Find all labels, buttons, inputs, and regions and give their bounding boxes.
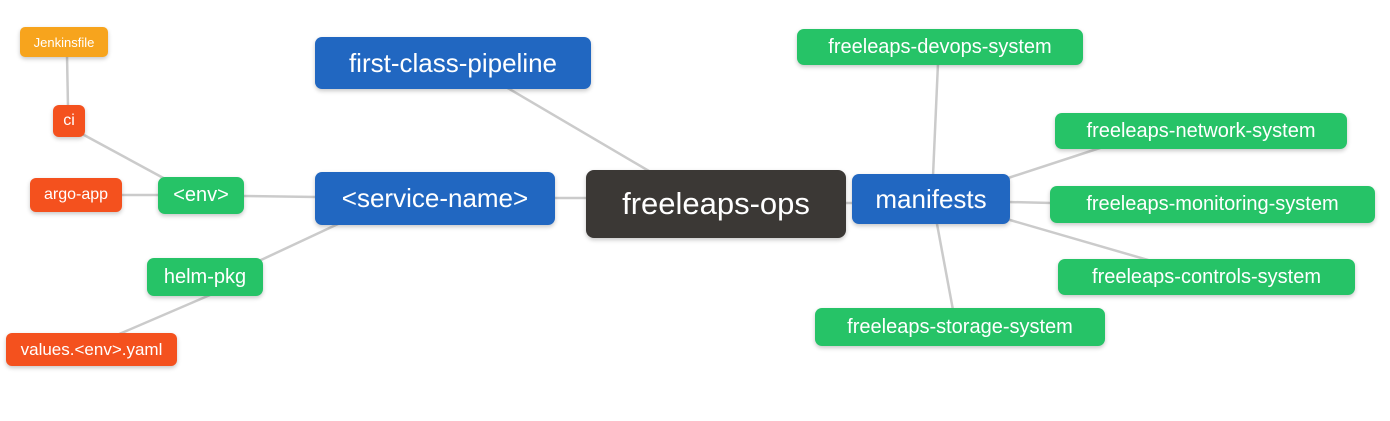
edge-helm-pkg-service-name bbox=[259, 222, 340, 262]
edge-manifests-monitoring bbox=[1006, 200, 1054, 205]
edge-manifests-storage bbox=[935, 222, 955, 312]
node-first-class-pipeline[interactable]: first-class-pipeline bbox=[315, 37, 591, 89]
node-env[interactable]: <env> bbox=[158, 177, 244, 214]
node-ci[interactable]: ci bbox=[53, 105, 85, 137]
node-freeleaps-devops-system[interactable]: freeleaps-devops-system bbox=[797, 29, 1083, 65]
node-freeleaps-monitoring-system[interactable]: freeleaps-monitoring-system bbox=[1050, 186, 1375, 223]
edge-values-helm-pkg bbox=[115, 293, 212, 337]
edge-jenkinsfile-ci bbox=[65, 53, 70, 109]
node-argo-app[interactable]: argo-app bbox=[30, 178, 122, 212]
node-service-name[interactable]: <service-name> bbox=[315, 172, 555, 225]
node-values-env-yaml[interactable]: values.<env>.yaml bbox=[6, 333, 177, 366]
node-manifests[interactable]: manifests bbox=[852, 174, 1010, 224]
edge-manifests-controls bbox=[1008, 218, 1150, 262]
node-freeleaps-storage-system[interactable]: freeleaps-storage-system bbox=[815, 308, 1105, 346]
node-helm-pkg[interactable]: helm-pkg bbox=[147, 258, 263, 296]
edge-ci-env bbox=[82, 133, 169, 182]
node-freeleaps-ops[interactable]: freeleaps-ops bbox=[586, 170, 846, 238]
edge-manifests-network bbox=[1006, 145, 1105, 180]
node-freeleaps-controls-system[interactable]: freeleaps-controls-system bbox=[1058, 259, 1355, 295]
edge-env-service-name bbox=[240, 194, 319, 199]
edge-manifests-devops bbox=[931, 61, 940, 178]
edge-pipeline-freeleaps-ops bbox=[504, 85, 656, 176]
node-jenkinsfile[interactable]: Jenkinsfile bbox=[20, 27, 108, 57]
node-freeleaps-network-system[interactable]: freeleaps-network-system bbox=[1055, 113, 1347, 149]
